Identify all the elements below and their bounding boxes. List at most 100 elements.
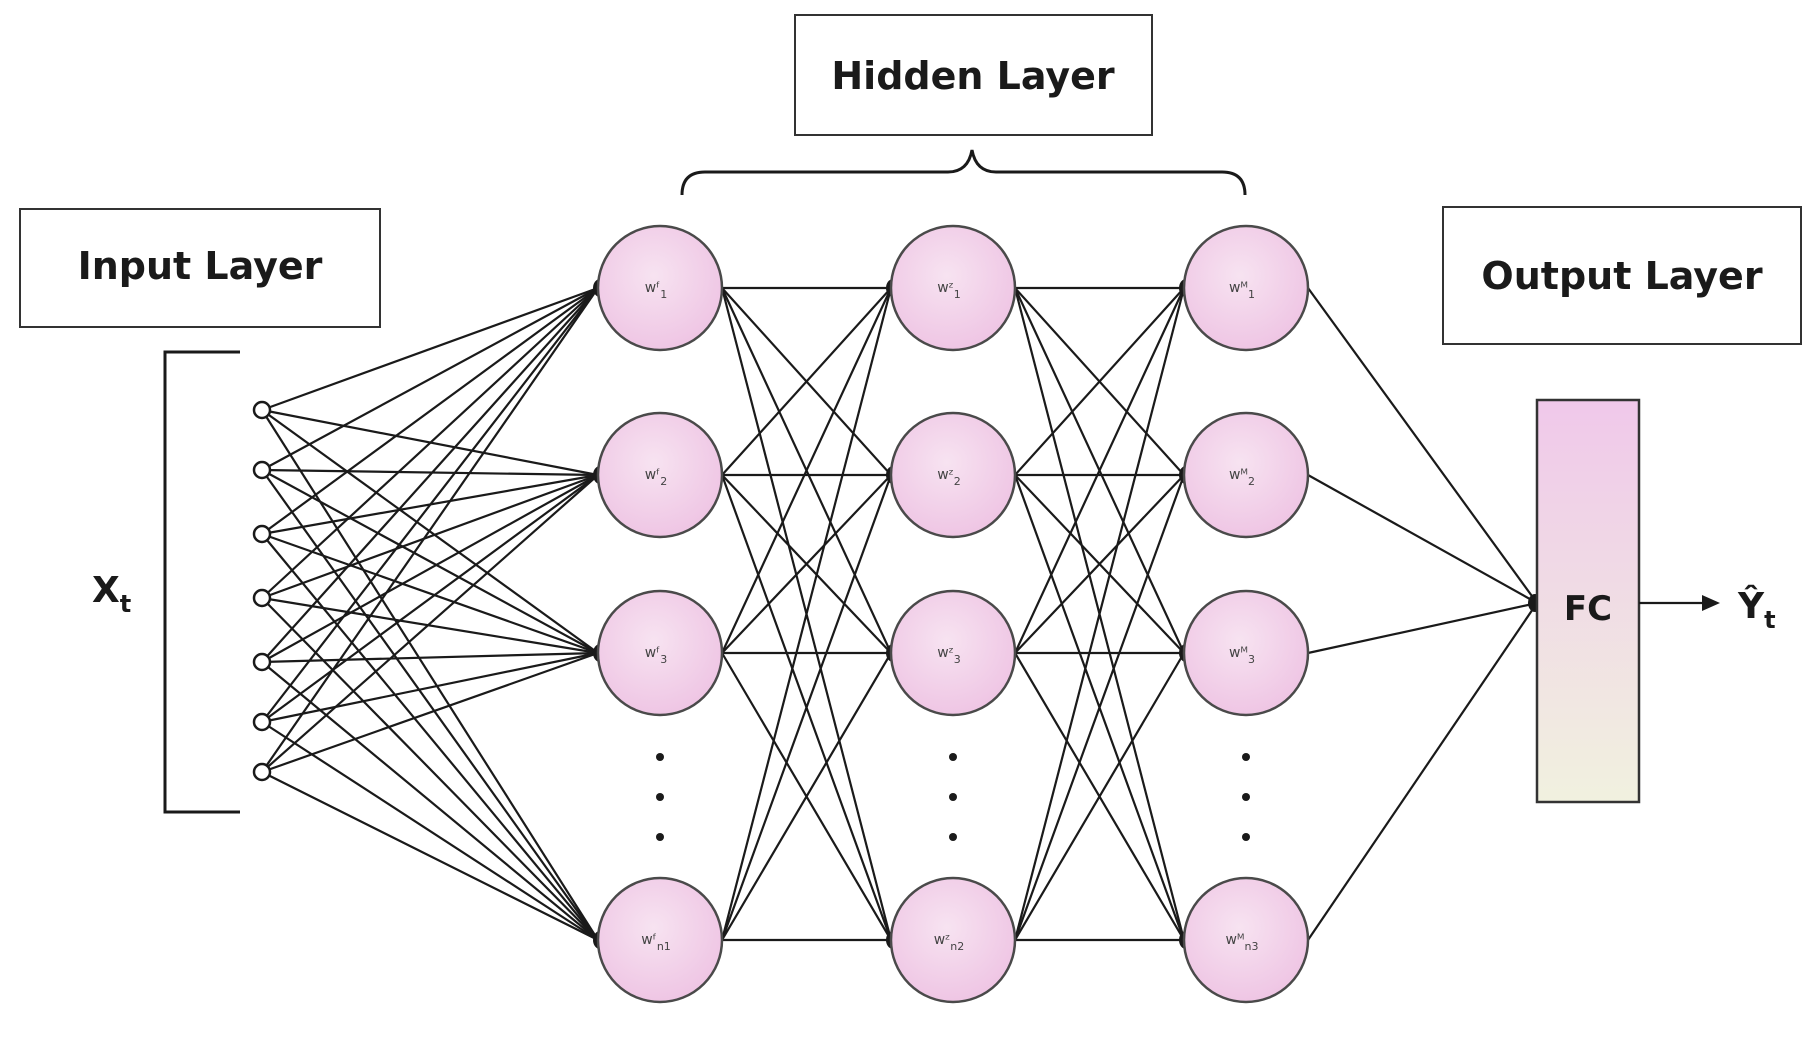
- ellipsis-dots: [656, 753, 1250, 841]
- input-node: [252, 588, 272, 608]
- hidden-node: wᶠn1: [596, 876, 724, 1004]
- hidden-node: wᶠ1: [596, 224, 724, 352]
- edge-input-4-hidden1-3: [261, 661, 599, 941]
- edge-hidden1-1-hidden2-0: [721, 287, 892, 476]
- edge-input-2-hidden1-3: [261, 533, 599, 941]
- input-node: [252, 652, 272, 672]
- input-node: [252, 400, 272, 420]
- ellipsis-dot: [949, 753, 957, 761]
- weight-label: wᶻn2: [934, 932, 965, 953]
- edge-input-3-hidden1-0: [261, 287, 599, 599]
- input-node: [252, 524, 272, 544]
- edge-hidden1-3-hidden2-1: [720, 474, 893, 941]
- ellipsis-dot: [656, 753, 664, 761]
- hidden-node-circle: [889, 589, 1017, 717]
- weight-label: wᴹn3: [1225, 932, 1258, 953]
- weight-label: wᶻ1: [937, 280, 961, 301]
- hidden-node-circle: [596, 589, 724, 717]
- edge-hidden3-3-fc: [1307, 602, 1538, 941]
- weight-label: wᴹ2: [1229, 467, 1255, 488]
- hidden-node: wᶠ3: [596, 589, 724, 717]
- hidden-node-circle: [596, 411, 724, 539]
- weight-label: wᶠ1: [645, 280, 668, 301]
- hidden-node-circle: [596, 224, 724, 352]
- edge-input-2-hidden1-2: [261, 532, 599, 655]
- edge-input-6-hidden1-2: [261, 651, 599, 774]
- ellipsis-dot: [656, 793, 664, 801]
- edge-hidden2-3-hidden3-2: [1014, 652, 1185, 941]
- ellipsis-dot: [1242, 753, 1250, 761]
- edge-input-5-hidden1-0: [261, 287, 599, 723]
- hidden-node: wᶻ1: [889, 224, 1017, 352]
- edge-hidden2-1-hidden3-0: [1014, 287, 1185, 476]
- hidden-node-circle: [596, 876, 724, 1004]
- input-node: [252, 712, 272, 732]
- input-bracket: [163, 350, 240, 814]
- input-layer-box: Input Layer: [19, 208, 381, 328]
- hidden-layer-brace: [680, 149, 1247, 196]
- edge-input-6-hidden1-1: [261, 474, 599, 773]
- edge-input-2-hidden1-0: [261, 287, 599, 535]
- edge-input-5-hidden1-1: [261, 474, 599, 723]
- hidden-node: wᴹ3: [1182, 589, 1310, 717]
- hidden-node-circle: [1182, 224, 1310, 352]
- weight-label: wᶻ3: [937, 645, 961, 666]
- input-layer-title: Input Layer: [78, 244, 323, 288]
- hidden-layer-title: Hidden Layer: [831, 54, 1115, 98]
- fc-block: FC: [1535, 398, 1641, 804]
- hidden-node: wᴹn3: [1182, 876, 1310, 1004]
- edge-input-1-hidden1-1: [261, 468, 599, 477]
- input-node: [252, 762, 272, 782]
- ellipsis-dot: [1242, 793, 1250, 801]
- hidden-layer-box: Hidden Layer: [794, 14, 1153, 136]
- edge-input-1-hidden1-0: [261, 287, 599, 471]
- edge-input-3-hidden1-1: [261, 473, 599, 600]
- edge-input-1-hidden1-3: [261, 469, 599, 941]
- hidden-node: wᶻn2: [889, 876, 1017, 1004]
- edge-input-4-hidden1-1: [261, 474, 599, 663]
- edge-input-3-hidden1-2: [261, 596, 599, 655]
- edge-hidden2-2-hidden3-1: [1014, 474, 1185, 654]
- hidden-node-circle: [1182, 411, 1310, 539]
- output-layer-title: Output Layer: [1481, 254, 1762, 298]
- edge-input-0-hidden1-0: [261, 286, 599, 412]
- hidden-node-circle: [889, 411, 1017, 539]
- edge-input-6-hidden1-3: [261, 771, 599, 941]
- input-node: [252, 460, 272, 480]
- fc-label: FC: [1564, 589, 1612, 629]
- edge-hidden1-2-hidden2-0: [721, 287, 892, 654]
- edge-input-4-hidden1-2: [261, 651, 599, 664]
- weight-label: wᶠn1: [641, 932, 671, 953]
- input-nodes: [252, 400, 272, 782]
- output-arrowhead: [1702, 595, 1720, 611]
- hidden-node-circle: [1182, 589, 1310, 717]
- edge-hidden2-3-hidden3-1: [1013, 474, 1186, 941]
- edge-hidden3-1-fc: [1307, 474, 1538, 604]
- edge-hidden1-3-hidden2-0: [720, 287, 893, 941]
- weight-label: wᶠ2: [645, 467, 668, 488]
- weight-label: wᶠ3: [645, 645, 668, 666]
- hidden-node: wᶠ2: [596, 411, 724, 539]
- hidden-node: wᴹ1: [1182, 224, 1310, 352]
- weight-label: wᴹ3: [1229, 645, 1255, 666]
- edge-input-0-hidden1-3: [261, 409, 599, 941]
- ellipsis-dot: [1242, 833, 1250, 841]
- output-layer-box: Output Layer: [1442, 206, 1802, 345]
- hidden-node-circle: [889, 224, 1017, 352]
- edge-input-4-hidden1-0: [261, 287, 599, 663]
- ellipsis-dot: [656, 833, 664, 841]
- edge-hidden2-2-hidden3-0: [1014, 287, 1185, 654]
- hidden-node: wᶻ2: [889, 411, 1017, 539]
- output-symbol: Ŷt: [1737, 584, 1776, 634]
- weight-label: wᶻ2: [937, 467, 961, 488]
- ellipsis-dot: [949, 833, 957, 841]
- edge-input-1-hidden1-2: [261, 469, 599, 654]
- edge-hidden3-0-fc: [1307, 287, 1538, 604]
- edge-hidden3-2-fc: [1307, 601, 1538, 655]
- edge-input-6-hidden1-0: [261, 287, 599, 773]
- connections: [261, 279, 1542, 949]
- edge-hidden2-3-hidden3-0: [1013, 287, 1186, 941]
- edge-hidden1-3-hidden2-2: [721, 652, 892, 941]
- hidden-nodes: wᶠ1 wᶠ2 wᶠ3 wᶠn1 wᶻ1 wᶻ2 wᶻ3 wᶻn2 wᴹ1 wᴹ2 wᴹ3 wᴹn3: [596, 224, 1310, 1004]
